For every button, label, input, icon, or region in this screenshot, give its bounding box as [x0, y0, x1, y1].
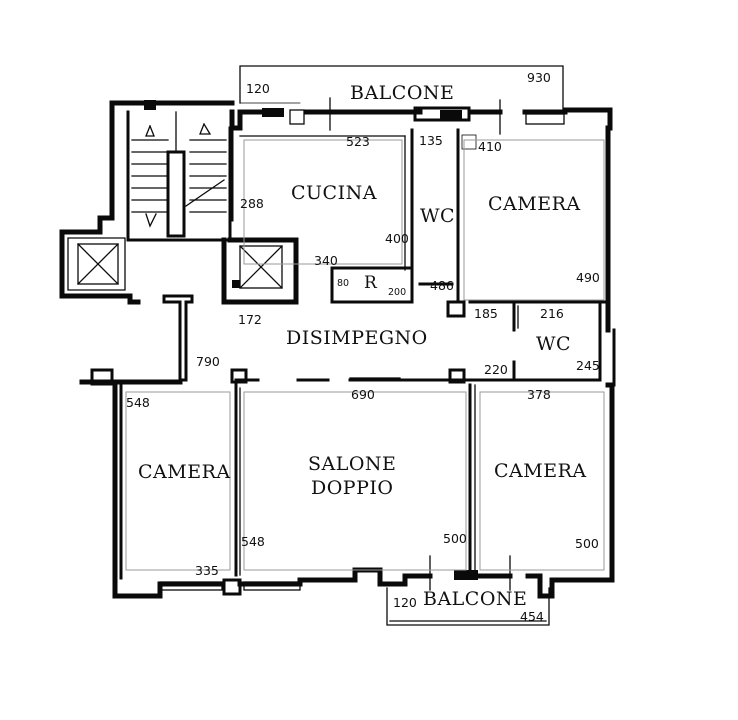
balcony-top-outline	[239, 65, 564, 112]
balcone-top-label: BALCONE	[350, 82, 454, 104]
stairwell	[59, 100, 299, 382]
dim-335: 335	[195, 563, 219, 578]
dim-400: 400	[385, 231, 409, 246]
dim-80: 80	[337, 278, 349, 289]
disimpegno-label: DISIMPEGNO	[286, 327, 428, 349]
interior-walls	[90, 126, 610, 577]
dim-216: 216	[540, 306, 564, 321]
salone-label-line2: DOPPIO	[311, 477, 393, 499]
dim-200: 200	[388, 287, 406, 298]
dim-500-mid: 500	[443, 531, 467, 546]
bottom-wall-details	[159, 555, 511, 596]
dim-120-top: 120	[246, 81, 270, 96]
wc-2-label: WC	[536, 333, 571, 355]
dim-500-right: 500	[575, 536, 599, 551]
dim-486: 486	[430, 278, 454, 293]
dim-288: 288	[240, 196, 264, 211]
dim-790: 790	[196, 354, 220, 369]
dim-340: 340	[314, 253, 338, 268]
dim-548-left: 548	[126, 395, 150, 410]
dim-490: 490	[576, 270, 600, 285]
dim-690: 690	[351, 387, 375, 402]
wc-1-label: WC	[420, 205, 455, 227]
dim-454: 454	[520, 609, 544, 624]
balcony-bottom-outline	[386, 587, 550, 626]
dim-410: 410	[478, 139, 502, 154]
cucina-label: CUCINA	[291, 182, 377, 204]
salone-label-line1: SALONE	[308, 453, 396, 475]
dim-172: 172	[238, 312, 262, 327]
dim-120-bottom: 120	[393, 595, 417, 610]
dim-378: 378	[527, 387, 551, 402]
inner-outlines	[125, 139, 605, 571]
balcone-bottom-label: BALCONE	[423, 588, 527, 610]
camera-ne-label: CAMERA	[488, 193, 581, 215]
dim-220: 220	[484, 362, 508, 377]
dim-548-mid: 548	[241, 534, 265, 549]
dim-523: 523	[346, 134, 370, 149]
dim-135: 135	[419, 133, 443, 148]
dim-245: 245	[576, 358, 600, 373]
ripostiglio-label: R	[364, 273, 378, 293]
camera-w-label: CAMERA	[138, 461, 231, 483]
dim-185: 185	[474, 306, 498, 321]
dim-930: 930	[527, 70, 551, 85]
top-wall-details	[262, 97, 565, 150]
camera-se-label: CAMERA	[494, 460, 587, 482]
